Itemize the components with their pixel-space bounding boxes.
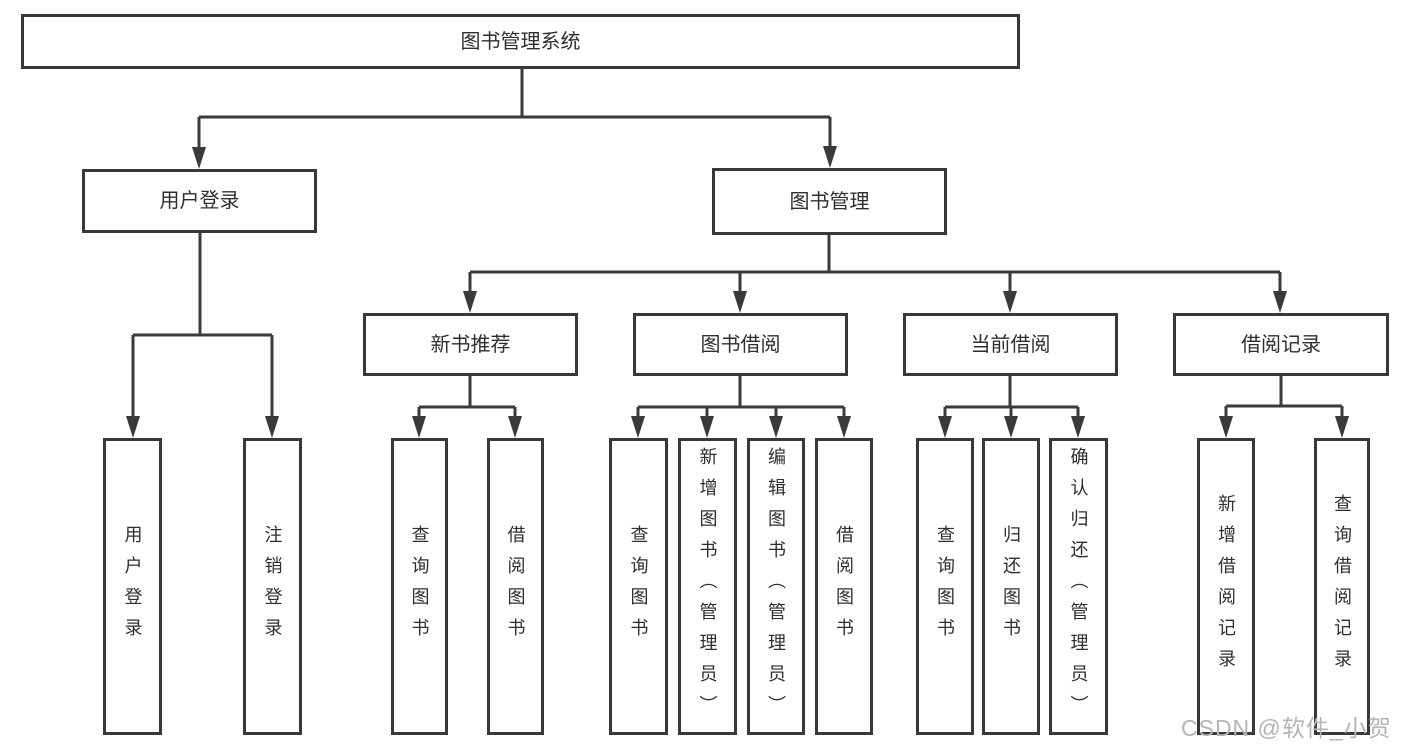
csdn-watermark: CSDN @软件_小贺同学: [1181, 715, 1392, 741]
node-book-management: 图书管理: [712, 168, 947, 235]
node-book-borrow: 图书借阅: [633, 313, 848, 376]
leaf-borrow-books-2: 借阅图书: [815, 438, 873, 735]
leaf-user-login: 用户登录: [103, 438, 162, 735]
connector-user-login-children: [126, 233, 279, 438]
leaf-logout: 注销登录: [243, 438, 302, 735]
node-borrow-records: 借阅记录: [1173, 313, 1389, 376]
leaf-return-book: 归还图书: [982, 438, 1040, 735]
leaf-query-books-3: 查询图书: [916, 438, 974, 735]
connector-new-book-children: [412, 376, 522, 438]
leaf-query-borrow-record: 查询借阅记录: [1314, 438, 1370, 735]
connector-borrow-records-children: [1219, 376, 1349, 438]
node-current-borrow: 当前借阅: [903, 313, 1118, 376]
leaf-query-books-2: 查询图书: [609, 438, 668, 735]
leaf-borrow-books-1: 借阅图书: [487, 438, 544, 735]
connector-current-borrow-children: [938, 376, 1085, 438]
connector-root-to-level2: [192, 69, 837, 169]
connector-book-borrow-children: [631, 376, 851, 438]
leaf-confirm-return-admin: 确认归还（管理员）: [1049, 438, 1108, 735]
node-root-system: 图书管理系统: [21, 14, 1020, 69]
leaf-query-books-1: 查询图书: [391, 438, 448, 735]
leaf-add-borrow-record: 新增借阅记录: [1197, 438, 1255, 735]
node-user-login: 用户登录: [82, 169, 317, 233]
connector-book-mgmt-children: [463, 235, 1287, 313]
leaf-edit-book-admin: 编辑图书（管理员）: [747, 438, 805, 735]
node-new-book-recommend: 新书推荐: [363, 313, 578, 376]
leaf-add-book-admin: 新增图书（管理员）: [678, 438, 737, 735]
